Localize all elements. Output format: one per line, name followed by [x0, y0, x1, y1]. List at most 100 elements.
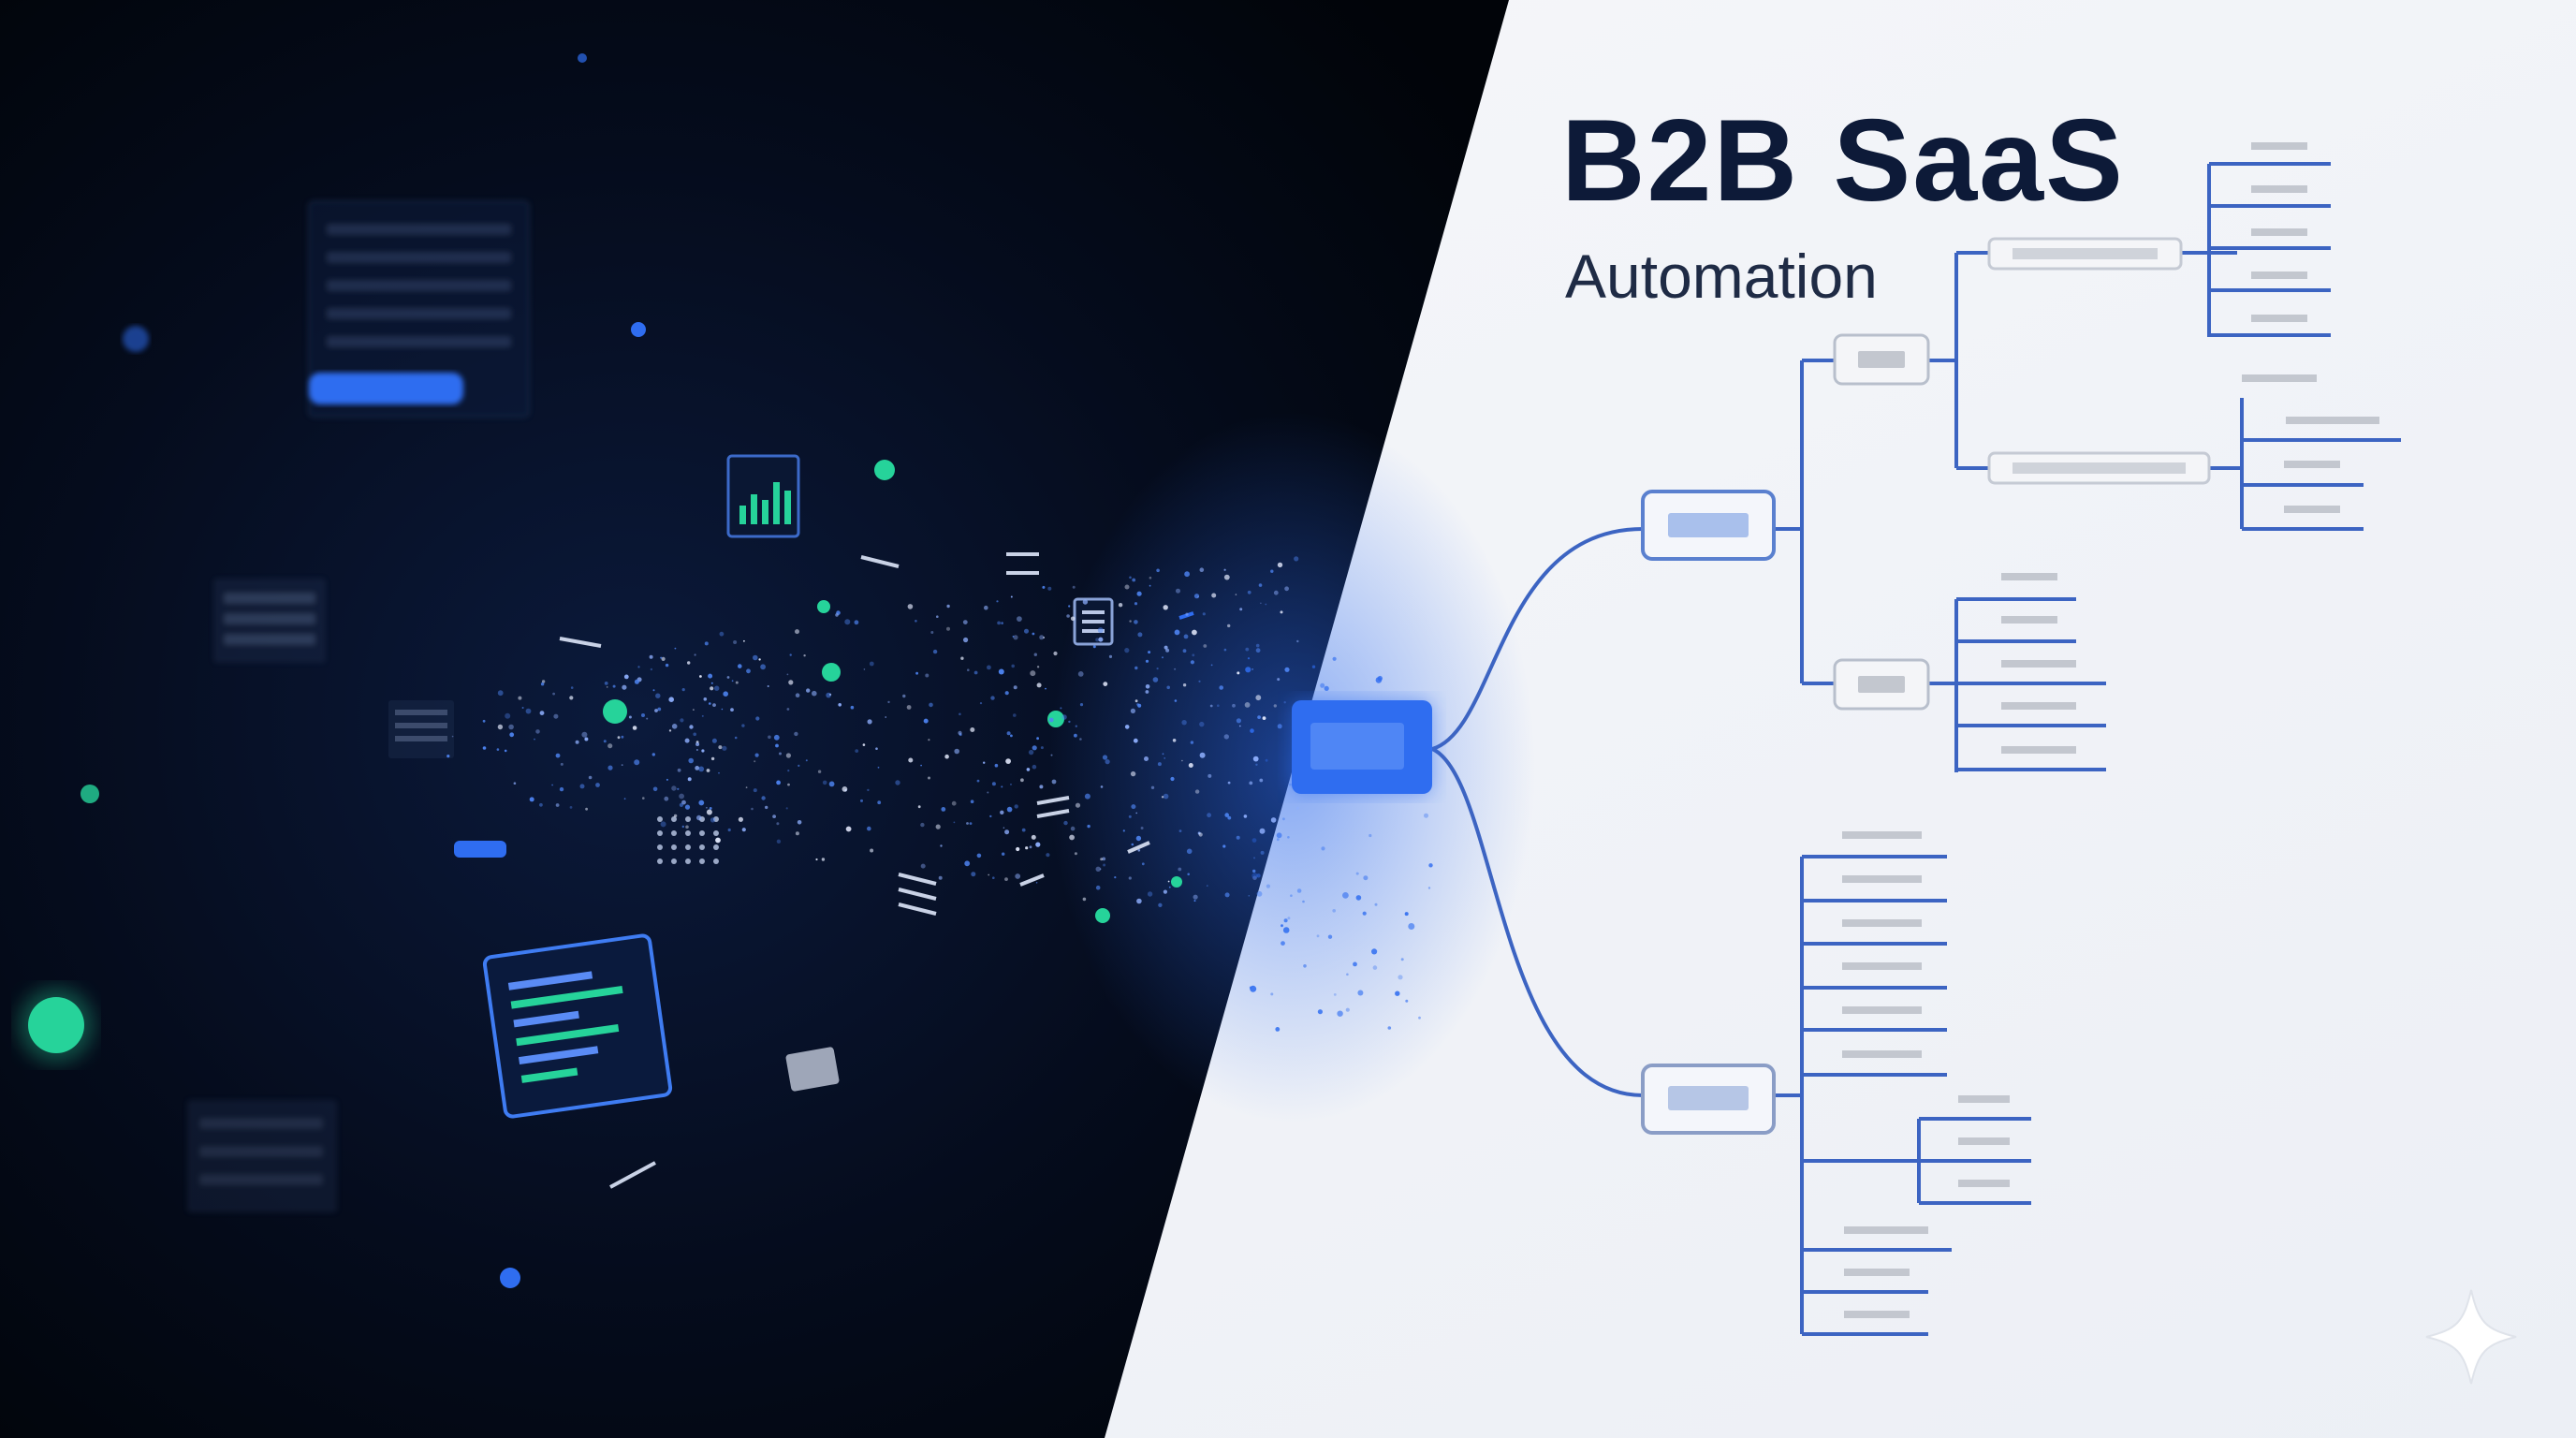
particle: [1095, 638, 1100, 642]
particle: [1099, 868, 1102, 871]
particle: [907, 604, 914, 609]
particle: [1036, 682, 1042, 688]
particle: [741, 724, 745, 727]
particle: [704, 641, 709, 646]
particle: [634, 679, 639, 684]
particle: [1075, 802, 1081, 808]
particle: [1032, 745, 1037, 751]
particle: [1144, 756, 1149, 761]
particle: [812, 690, 817, 697]
particle: [906, 705, 912, 710]
particle: [1251, 838, 1257, 843]
particle: [946, 626, 950, 631]
particle: [607, 765, 613, 770]
glow-nodes: [19, 53, 1182, 1288]
particle: [698, 800, 705, 806]
particle: [751, 807, 754, 811]
particle: [714, 685, 720, 691]
particle: [1137, 632, 1143, 638]
particle: [584, 737, 589, 741]
particle: [1060, 707, 1062, 710]
particle: [798, 764, 800, 768]
particle: [1165, 648, 1170, 653]
particle: [822, 780, 827, 785]
particle: [649, 654, 653, 659]
particle: [628, 715, 632, 719]
particle: [806, 688, 811, 693]
particle: [622, 684, 627, 690]
particle: [1156, 568, 1160, 573]
particle: [1141, 862, 1145, 866]
particle: [1247, 590, 1251, 594]
particle: [996, 600, 999, 603]
particle: [1135, 812, 1137, 814]
particle: [1190, 660, 1194, 665]
particle: [603, 740, 607, 743]
particle: [1170, 776, 1175, 782]
particle: [1004, 691, 1009, 696]
particle: [1321, 846, 1325, 851]
particle: [1223, 568, 1226, 571]
particle: [1029, 845, 1032, 849]
particle: [738, 664, 742, 668]
particle: [661, 656, 666, 662]
particle: [1066, 614, 1070, 618]
particle: [504, 749, 507, 753]
particle: [581, 731, 588, 738]
particle: [1244, 702, 1251, 708]
particle: [1345, 1007, 1350, 1012]
particle: [1211, 593, 1217, 598]
particle: [734, 736, 738, 740]
particle: [1210, 664, 1213, 667]
particle: [1282, 817, 1285, 821]
particle: [1063, 820, 1068, 826]
particle: [1015, 873, 1021, 879]
particle: [983, 761, 986, 764]
particle: [1245, 667, 1251, 673]
particle: [1208, 773, 1212, 778]
particle: [1371, 948, 1378, 955]
particle: [842, 786, 848, 792]
particle: [569, 806, 573, 809]
particle: [1207, 813, 1211, 818]
particle: [1284, 586, 1289, 592]
particle: [1176, 588, 1180, 594]
particle: [932, 649, 938, 654]
particle: [785, 753, 792, 758]
particle: [1192, 629, 1197, 636]
particle: [733, 640, 738, 644]
particle: [1395, 990, 1400, 996]
particle: [668, 729, 672, 732]
particle: [650, 668, 653, 671]
particle: [715, 837, 721, 844]
particle: [668, 697, 674, 702]
particle: [885, 716, 886, 718]
particle: [555, 803, 560, 807]
particle: [1192, 653, 1195, 657]
particle: [685, 825, 689, 829]
particle: [776, 780, 781, 785]
particle: [1199, 721, 1205, 727]
particle: [1163, 889, 1167, 894]
particle: [1405, 999, 1409, 1003]
particle: [1103, 863, 1106, 867]
particle: [1152, 677, 1159, 682]
particle: [1122, 829, 1125, 832]
particle: [539, 711, 545, 715]
tree-node: [1987, 451, 2211, 485]
particle: [595, 783, 600, 787]
particle: [677, 787, 680, 790]
particle: [721, 708, 724, 711]
particle: [1265, 603, 1267, 606]
particle: [1042, 585, 1046, 589]
particle: [1255, 648, 1261, 653]
particle: [539, 802, 543, 807]
faded-card: [213, 579, 326, 663]
particle: [710, 686, 714, 691]
particle: [1283, 701, 1286, 704]
particle: [1203, 644, 1208, 648]
particle: [1132, 578, 1136, 582]
particle: [735, 681, 739, 684]
particle: [1223, 734, 1230, 740]
particle: [1068, 605, 1071, 608]
